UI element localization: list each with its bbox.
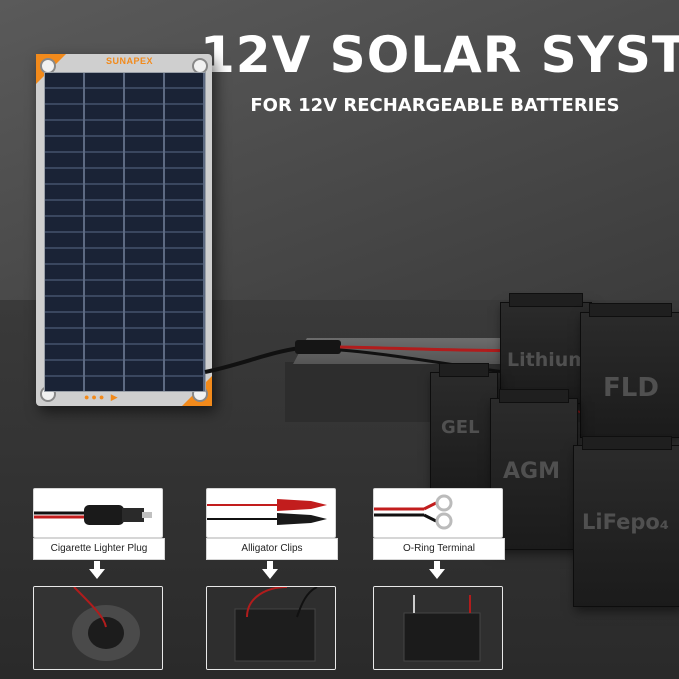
o-ring-terminal-icon	[374, 494, 453, 530]
battery-label: FLD	[603, 373, 659, 403]
connector-label: Alligator Clips	[206, 538, 338, 560]
cigarette-lighter-plug-icon	[34, 505, 152, 525]
arrow-down-icon	[262, 561, 278, 579]
arrow-down-icon	[429, 561, 445, 579]
battery-fld: FLD	[580, 303, 679, 438]
battery-gel: GEL	[430, 363, 498, 496]
battery-label: LiFepo₄	[582, 510, 669, 534]
panel-indicator-icons: ●●● ▶	[84, 392, 120, 402]
connector-card-cigarette	[33, 488, 163, 538]
battery-lifepo4: LiFepo₄	[573, 436, 679, 607]
connector-card-alligator	[206, 488, 336, 538]
headline-title: 12V SOLAR SYSTEM	[200, 26, 679, 84]
battery-label: AGM	[503, 459, 560, 484]
sae-connector	[295, 340, 341, 354]
battery-agm: AGM	[490, 389, 578, 550]
battery-label: Lithium	[507, 349, 589, 371]
connector-usage-photo	[33, 586, 163, 670]
connector-usage-photo	[206, 586, 336, 670]
connector-card-oring	[373, 488, 503, 538]
battery-lithium: Lithium	[500, 293, 592, 404]
battery-label: GEL	[441, 417, 480, 438]
alligator-clip-icon	[207, 499, 327, 525]
panel-brand-logo: SUNAPEX	[106, 56, 154, 66]
connector-label: O-Ring Terminal	[373, 538, 505, 560]
solar-cells	[44, 72, 206, 392]
solar-panel: SUNAPEX ●●● ▶	[36, 54, 212, 406]
arrow-down-icon	[89, 561, 105, 579]
connector-usage-photo	[373, 586, 503, 670]
headline-subtitle: FOR 12V RECHARGEABLE BATTERIES	[250, 95, 620, 116]
connector-label: Cigarette Lighter Plug	[33, 538, 165, 560]
